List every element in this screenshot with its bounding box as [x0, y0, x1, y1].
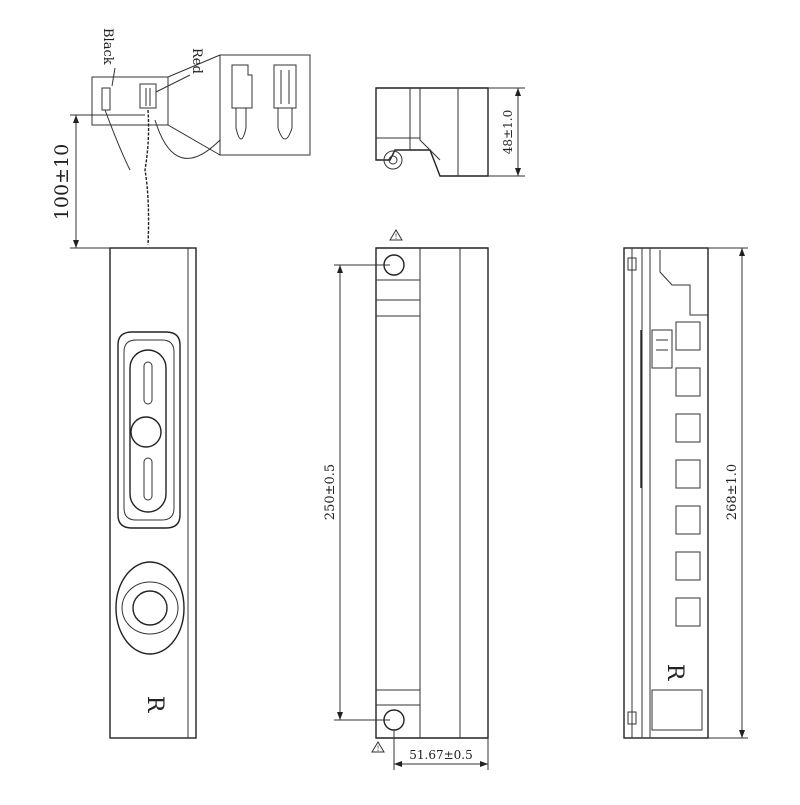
side-connector	[651, 329, 673, 369]
top-height-text: 48±1.0	[501, 110, 515, 154]
front-body	[109, 247, 197, 739]
connector-box	[91, 76, 169, 126]
middle-body	[375, 247, 489, 739]
middle-view: ! ! 250±0.5 51.67±0.5	[323, 229, 489, 770]
note-triangle-bottom	[371, 741, 385, 753]
connector-detail: Black Red	[91, 28, 311, 246]
red-wire-label: Red	[189, 48, 204, 74]
front-channel-mark: R	[142, 696, 167, 714]
connector-zoom-box	[219, 54, 311, 156]
lead-length-text: 100±10	[51, 144, 73, 220]
side-length-text: 268±1.0	[725, 464, 740, 520]
note-triangle-top	[389, 229, 403, 241]
side-channel-mark: R	[662, 664, 687, 682]
front-view: R	[109, 247, 197, 739]
port-inner	[132, 590, 168, 626]
top-view: 48±1.0	[375, 87, 525, 177]
speaker-frame	[117, 331, 181, 529]
bottom-width-text: 51.67±0.5	[409, 748, 473, 762]
black-wire-label: Black	[100, 28, 115, 65]
top-body	[375, 87, 489, 177]
mount-spacing-text: 250±0.5	[323, 464, 338, 520]
port-outer	[115, 561, 185, 655]
note-symbol-bottom: !	[377, 745, 380, 753]
note-symbol-top: !	[395, 233, 398, 241]
right-body	[623, 247, 709, 739]
lead-length-dimension: 100±10	[51, 114, 145, 249]
speaker-dustcap	[130, 416, 162, 448]
right-view: R 268±1.0	[623, 247, 748, 739]
speaker-cone	[129, 349, 167, 513]
